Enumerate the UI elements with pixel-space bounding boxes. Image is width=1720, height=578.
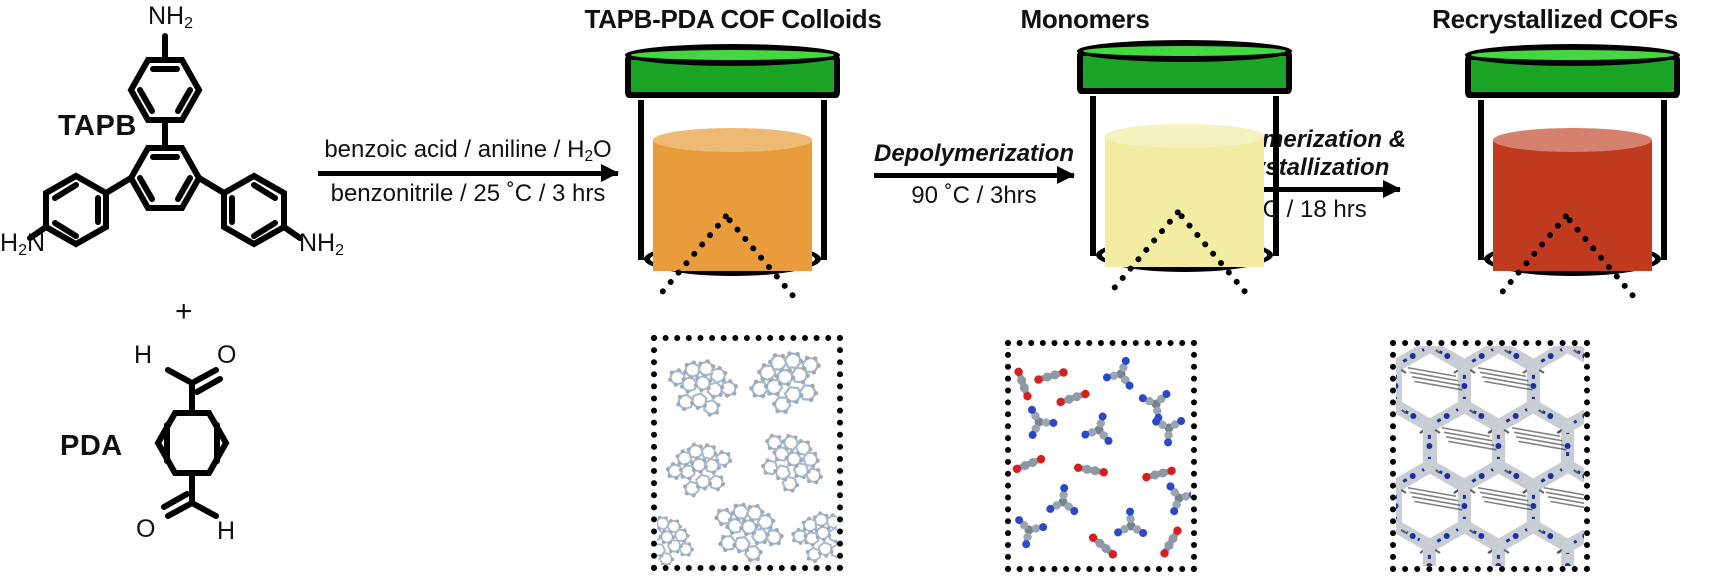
vial-cap <box>1077 40 1292 102</box>
tapb-structure: NH2 H2N NH2 TAPB <box>0 0 344 290</box>
pda-h-bottom-label: H <box>217 517 236 545</box>
arrow-head <box>1383 180 1401 199</box>
vial-liquid <box>1104 124 1265 267</box>
tapb-label: TAPB <box>58 110 137 142</box>
pda-o-top-label: O <box>217 341 237 369</box>
depolymerization-label: Depolymerization <box>873 140 1075 167</box>
tapb-skeletal-svg <box>27 33 303 248</box>
tapb-amine-left-label: H2N <box>0 229 46 259</box>
pda-h-top-label: H <box>134 341 153 369</box>
arrow-shaft <box>1188 186 1400 192</box>
vial-liquid <box>652 128 813 271</box>
heading-recrystallized-cofs: Recrystallized COFs <box>1432 4 1678 34</box>
inset-monomers <box>1005 340 1197 572</box>
vial-cap <box>625 44 840 106</box>
cap-top-ellipse <box>1077 40 1292 62</box>
arrow-shaft <box>318 170 618 176</box>
vial-cof-colloids <box>625 44 840 276</box>
vial-recrystallized-cofs <box>1465 44 1680 276</box>
liquid-surface-ellipse <box>1492 128 1653 152</box>
tapb-amine-top-label: NH2 <box>148 2 194 32</box>
vial-liquid <box>1492 128 1653 271</box>
vial-cap <box>1465 44 1680 106</box>
reaction-arrow-depolymerization: Depolymerization 90 ˚C / 3hrs <box>873 140 1075 210</box>
cap-top-ellipse <box>1465 44 1680 66</box>
liquid-body <box>1104 135 1265 267</box>
inset-cof-colloids <box>651 335 843 571</box>
cap-top-ellipse <box>625 44 840 66</box>
arrow-head <box>1057 166 1075 185</box>
colloid-particles-svg <box>657 341 837 565</box>
heading-monomers: Monomers <box>1020 4 1150 34</box>
liquid-body <box>652 139 813 271</box>
crystalline-cof-svg <box>1396 346 1584 566</box>
pda-skeletal-svg <box>154 367 230 519</box>
vial-monomers <box>1077 40 1292 272</box>
synthesis-conditions-bottom: benzonitrile / 25 ˚C / 3 hrs <box>330 179 606 207</box>
liquid-body <box>1492 139 1653 271</box>
heading-cof-colloids: TAPB-PDA COF Colloids <box>584 4 882 34</box>
pda-o-bottom-label: O <box>136 515 156 543</box>
pda-structure: H O O H PDA <box>60 325 330 575</box>
liquid-surface-ellipse <box>652 128 813 152</box>
reaction-arrow-synthesis: benzoic acid / aniline / H2O benzonitril… <box>318 136 619 207</box>
inset-recrystallized-cof <box>1390 340 1590 572</box>
synthesis-conditions-top: benzoic acid / aniline / H2O <box>324 136 612 165</box>
plus-sign: + <box>175 295 193 328</box>
pda-label: PDA <box>60 430 123 462</box>
depolymerization-conditions: 90 ˚C / 3hrs <box>911 181 1037 209</box>
monomer-molecules-svg <box>1011 346 1191 566</box>
arrow-head <box>601 164 619 183</box>
arrow-shaft <box>874 172 1074 178</box>
liquid-surface-ellipse <box>1104 124 1265 148</box>
tapb-amine-right-label: NH2 <box>299 229 345 259</box>
